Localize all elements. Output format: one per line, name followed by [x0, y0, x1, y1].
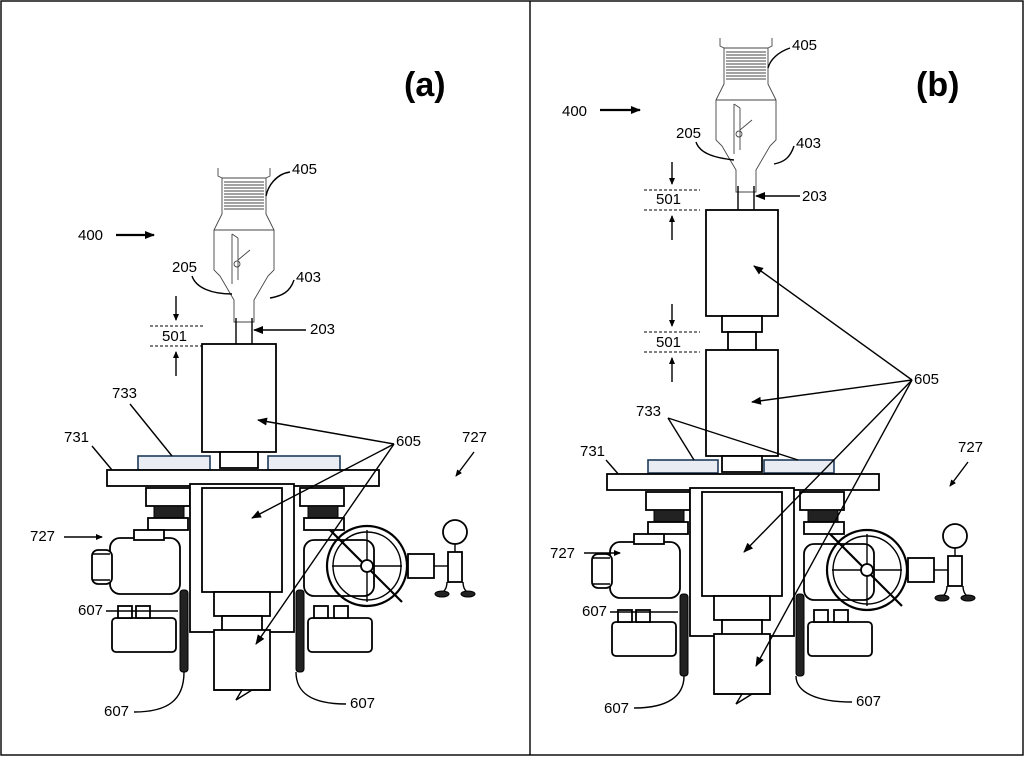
callout-731: 731	[64, 429, 89, 446]
plate-left-b	[647, 459, 719, 474]
callout-607-bottom-right-b: 607	[856, 693, 881, 710]
callout-405-b: 405	[792, 37, 817, 54]
callout-607-top: 607	[78, 602, 103, 619]
valve-stack-b	[590, 472, 977, 706]
callout-733: 733	[112, 385, 137, 402]
running-tool	[213, 167, 275, 323]
callout-203-b: 203	[802, 188, 827, 205]
plate-right	[267, 455, 341, 471]
callout-727-right: 727	[462, 429, 487, 446]
plate-right-b	[763, 459, 835, 474]
callout-403-b: 403	[796, 135, 821, 152]
callout-607-bottom-left-b: 607	[604, 700, 629, 717]
callout-205-b: 205	[676, 125, 701, 142]
valve-stack	[90, 468, 477, 702]
panel-a-label: (a)	[404, 66, 446, 104]
callout-501: 501	[162, 328, 187, 345]
callout-731-b: 731	[580, 443, 605, 460]
running-tool-b	[715, 37, 777, 193]
callout-405: 405	[292, 161, 317, 178]
callout-607-top-b: 607	[582, 603, 607, 620]
panel-b-label: (b)	[916, 66, 959, 104]
panel-b: (b) 400 405 403 205 203 501 501 733	[550, 37, 983, 717]
panel-a: (a) 400 405 403 205 203 501 733 731	[30, 66, 487, 720]
callout-605: 605	[396, 433, 421, 450]
lubricator-upper	[201, 343, 277, 453]
callout-733-b: 733	[636, 403, 661, 420]
callout-727-left: 727	[30, 528, 55, 545]
callout-203: 203	[310, 321, 335, 338]
callout-400: 400	[78, 227, 103, 244]
callout-727-left-b: 727	[550, 545, 575, 562]
lubricator-b-bottom	[705, 349, 779, 457]
callout-400-b: 400	[562, 103, 587, 120]
callout-727-right-b: 727	[958, 439, 983, 456]
plate-left	[137, 455, 211, 471]
callout-501-b-mid: 501	[656, 334, 681, 351]
callout-205: 205	[172, 259, 197, 276]
callout-605-b: 605	[914, 371, 939, 388]
callout-607-bottom-right: 607	[350, 695, 375, 712]
lubricator-b-top	[705, 209, 779, 317]
callout-501-b-top: 501	[656, 191, 681, 208]
callout-403: 403	[296, 269, 321, 286]
callout-607-bottom-left: 607	[104, 703, 129, 720]
